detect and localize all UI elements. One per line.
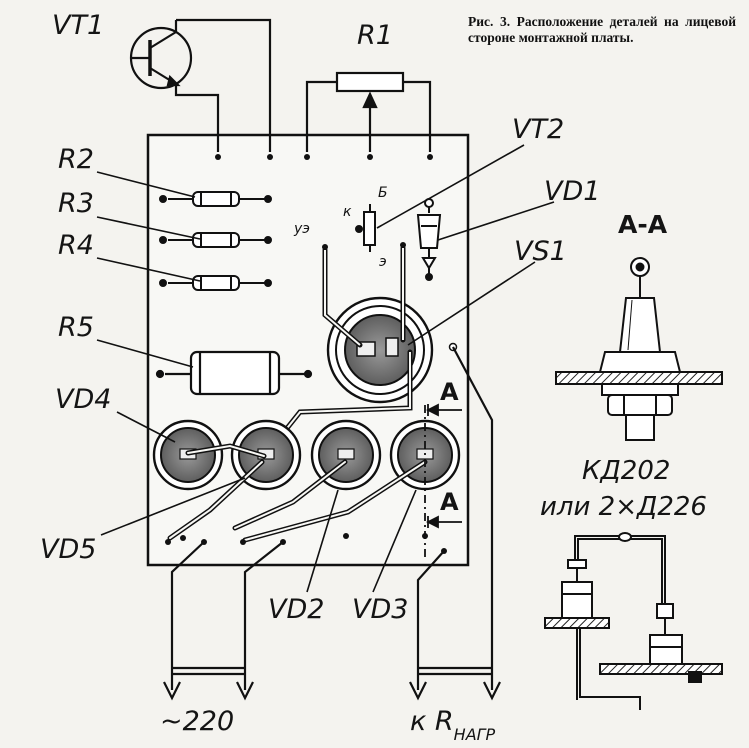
- label-nagr-subscript: НАГР: [453, 725, 496, 744]
- section-title: А-А: [618, 210, 668, 239]
- label-vd4: VD4: [55, 384, 112, 415]
- label-r4: R4: [58, 230, 94, 261]
- label-vs1: VS1: [514, 236, 567, 267]
- 2xd226-view: [544, 532, 723, 710]
- resistor-r3: [159, 232, 272, 248]
- label-pin-b: Б: [378, 185, 388, 201]
- leader-lines: [96, 144, 555, 593]
- section-mark-a-bottom: А: [440, 488, 459, 516]
- resistor-r2: [159, 191, 272, 207]
- section-mark-a-top: А: [440, 378, 459, 406]
- label-ac-220: ~220: [160, 706, 235, 737]
- vt1-transistor: [129, 18, 272, 152]
- label-k-rnagr: к RНАГР: [410, 706, 495, 743]
- label-r1: R1: [357, 20, 393, 51]
- label-pin-k: к: [343, 204, 352, 220]
- resistor-r5: [155, 350, 313, 396]
- label-r2: R2: [58, 144, 94, 175]
- label-pin-e: э: [379, 254, 387, 270]
- label-vt2: VT2: [512, 114, 565, 145]
- output-leads: [163, 346, 501, 701]
- section-line: [424, 403, 462, 560]
- label-vd1: VD1: [544, 176, 601, 207]
- kd202-section-view: [555, 257, 723, 441]
- label-k-r: к R: [410, 706, 454, 737]
- resistor-r4: [159, 275, 272, 291]
- top-terminals: [215, 154, 433, 160]
- label-vt1: VT1: [52, 10, 105, 41]
- label-or-2xd226: или 2×Д226: [540, 492, 707, 522]
- label-kd202: КД202: [582, 456, 671, 486]
- vs1-thyristor: [326, 296, 434, 404]
- vt2-transistor: [355, 204, 376, 252]
- label-vd5: VD5: [40, 534, 97, 565]
- label-ue: уэ: [294, 221, 310, 237]
- label-r5: R5: [58, 312, 94, 343]
- r1-potentiometer: [305, 71, 432, 152]
- figure-caption: Рис. 3. Расположение деталей на лицевой …: [468, 14, 736, 46]
- label-vd3: VD3: [352, 594, 409, 625]
- vd1-diode: [416, 198, 442, 281]
- label-vd2: VD2: [268, 594, 325, 625]
- label-r3: R3: [58, 188, 94, 219]
